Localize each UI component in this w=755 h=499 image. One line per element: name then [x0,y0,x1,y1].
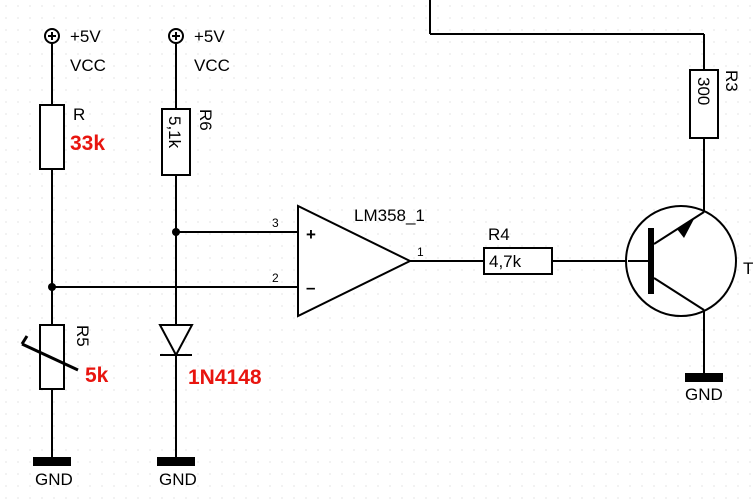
opamp-minus-sign: – [306,278,315,297]
ground-left: GND [33,457,73,489]
opamp-pin-label: 2 [272,271,279,285]
supply-vcc-left: +5V VCC [44,27,106,75]
supply-vcc-middle: +5V VCC [168,27,230,75]
ground-label: GND [159,470,197,489]
opamp-lm358[interactable]: + – LM358_1 [297,204,425,318]
diode-value-annotation: 1N4148 [188,366,262,389]
supply-voltage-label: +5V [70,27,101,46]
resistor-ref-label: R4 [488,225,510,244]
opamp-plus-sign: + [306,225,316,244]
resistor-body [483,247,553,275]
transistor-arrow [677,219,694,238]
transistor-ref-label: T [743,259,753,278]
potentiometer-ref-label: R5 [73,325,92,347]
ground-right: GND [685,373,723,404]
potentiometer-value-annotation: 5k [85,364,109,387]
resistor-r3[interactable]: 300 R3 [689,69,741,139]
ground-middle: GND [157,457,197,489]
resistor-value-annotation: 33k [70,132,105,155]
potentiometer-arrow [21,342,79,372]
resistor-body [39,104,65,170]
supply-voltage-label: +5V [194,27,225,46]
resistor-value-label: 300 [694,77,713,105]
resistor-ref-label: R6 [196,109,215,131]
ground-icon [33,457,71,466]
diode-1n4148[interactable]: 1N4148 [158,324,262,389]
transistor-emitter [653,277,705,311]
supply-net-label: VCC [194,56,230,75]
opamp-ref-label: LM358_1 [354,206,425,225]
opamp-pin-label: 1 [417,245,424,259]
resistor-value-label: 4,7k [489,252,522,271]
ground-icon [157,457,195,466]
resistor-r4[interactable]: 4,7k R4 [483,225,553,275]
ground-label: GND [685,385,723,404]
potentiometer-r5[interactable]: R5 5k [20,324,109,390]
opamp-pin-label: 3 [272,216,279,230]
resistor-ref-label: R [73,105,85,124]
opamp-icon [297,204,413,318]
resistor-value-label: 5,1k [165,116,184,149]
ground-label: GND [35,470,73,489]
ground-icon [685,373,723,382]
resistor-ref-label: R3 [722,70,741,92]
diode-icon [158,324,194,358]
supply-net-label: VCC [70,56,106,75]
transistor-t[interactable]: T [625,205,753,317]
